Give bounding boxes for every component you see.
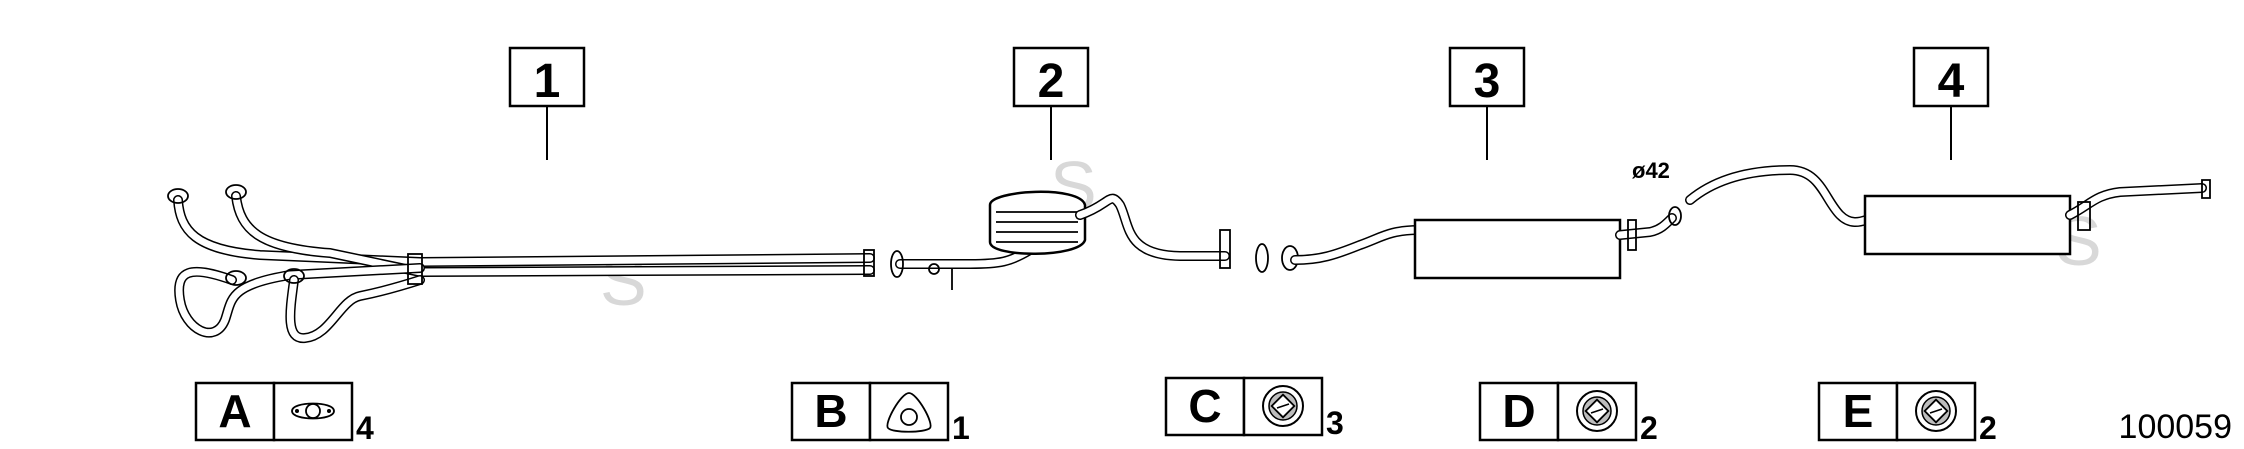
diagram-id: 100059: [2119, 408, 2232, 446]
diameter-label: ø42: [1632, 158, 1670, 183]
part-a[interactable]: A 4: [194, 381, 374, 446]
parts-legend: A 4 B 1 C: [194, 376, 1997, 446]
rear-muffler: [1685, 165, 2211, 256]
front-pipe-assembly: [167, 184, 875, 343]
part-letter: B: [814, 385, 847, 437]
rubber-mount-ring-icon: [1576, 390, 1618, 432]
callout-4[interactable]: 4: [1912, 46, 1990, 160]
rubber-mount-ring-icon: [1262, 385, 1304, 427]
part-qty: 3: [1326, 405, 1344, 441]
part-letter: A: [218, 385, 251, 437]
callout-box: [508, 46, 586, 108]
part-c[interactable]: C 3: [1164, 376, 1344, 441]
part-qty: 4: [356, 410, 374, 446]
callout-2[interactable]: 2: [1012, 46, 1090, 160]
part-letter: C: [1188, 380, 1221, 432]
callout-3[interactable]: 3: [1448, 46, 1526, 160]
part-qty: 2: [1979, 410, 1997, 446]
triangular-flange-gasket-icon: [886, 392, 932, 433]
part-b[interactable]: B 1: [790, 381, 970, 446]
oval-flange-gasket-icon: [291, 402, 335, 420]
callout-number: 2: [1038, 55, 1065, 108]
watermark: S: [600, 242, 647, 320]
intermediate-muffler: ø42: [1281, 158, 1682, 280]
part-letter: D: [1502, 385, 1535, 437]
part-letter: E: [1843, 385, 1874, 437]
callout-number: 3: [1474, 55, 1501, 108]
part-d[interactable]: D 2: [1478, 381, 1658, 446]
callout-number: 1: [534, 55, 561, 108]
callout-1[interactable]: 1: [508, 46, 586, 160]
part-qty: 1: [952, 410, 970, 446]
callout-number: 4: [1938, 55, 1965, 108]
part-e[interactable]: E 2: [1817, 381, 1997, 446]
center-pipe-with-resonator: [890, 190, 1269, 290]
callout-box: [1448, 46, 1526, 108]
rubber-mount-ring-icon: [1915, 390, 1957, 432]
callout-box: [1912, 46, 1990, 108]
part-qty: 2: [1640, 410, 1658, 446]
